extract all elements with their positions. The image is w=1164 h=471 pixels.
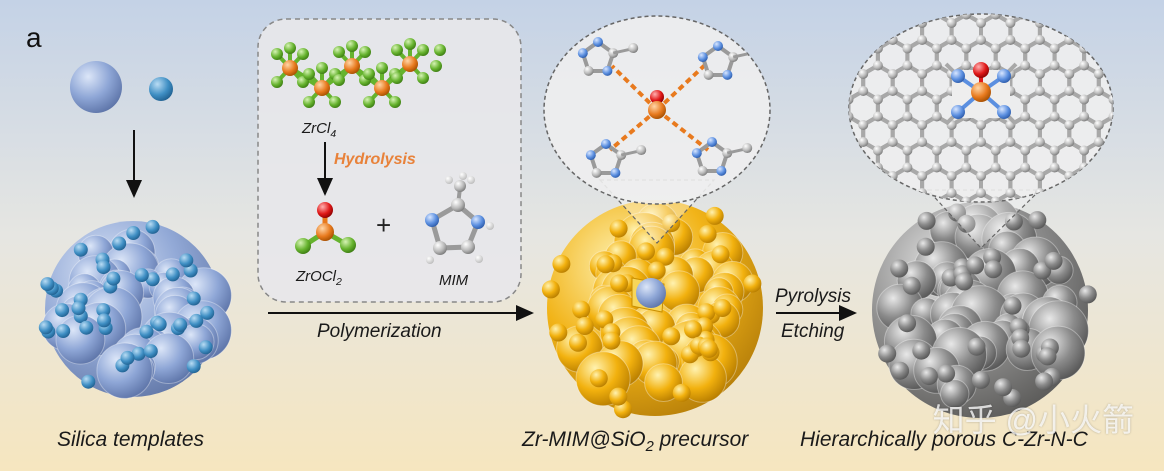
silica-sphere-small [149,77,173,101]
zoom-bubble-precursor [543,15,771,244]
caption-silica-templates: Silica templates [57,428,205,451]
panel-label: a [26,22,42,53]
zrocl2-molecule [295,202,356,254]
mim-label: MIM [439,272,469,289]
caption-final-material: Hierarchically porous C-Zr-N-C [800,428,1088,451]
silica-core-cutaway [631,277,666,313]
zrcl4-label: ZrCl4 [302,120,337,140]
final-catalyst-cluster [872,196,1097,418]
polymerization-label: Polymerization [317,321,442,342]
watermark: 知乎 @小火箭 [932,402,1134,438]
caption-precursor: Zr-MIM@SiO2 precursor [522,428,749,456]
zrcl4-chain-molecule [271,38,446,108]
silica-sphere-large [70,61,122,113]
silica-template-cluster [38,219,232,399]
plus-sign: + [376,210,392,240]
pyrolysis-label: Pyrolysis [775,286,852,307]
zrocl2-label: ZrOCl2 [296,268,342,288]
mim-molecule [425,172,494,264]
etching-label: Etching [781,321,845,342]
hydrolysis-label: Hydrolysis [334,151,416,168]
